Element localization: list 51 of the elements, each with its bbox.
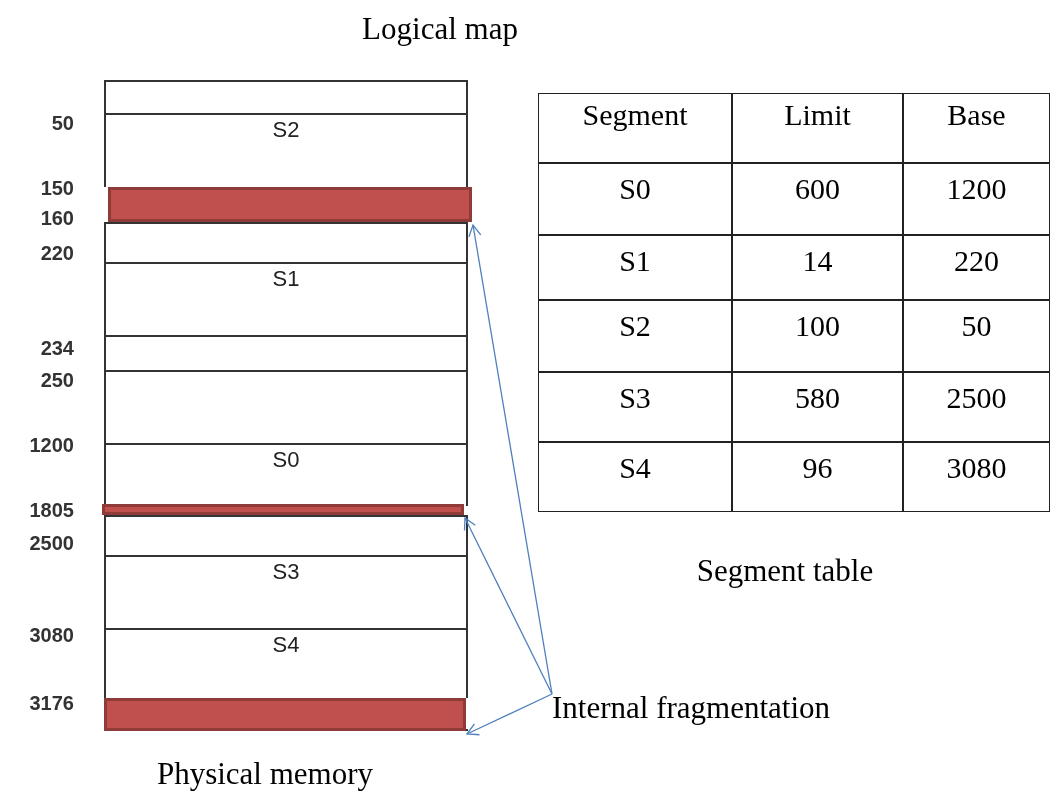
address-label: 234 [39, 338, 74, 358]
table-cell: 220 [903, 235, 1050, 300]
table-cell: Segment [538, 93, 732, 163]
table-cell: 2500 [903, 372, 1050, 442]
address-label: 3080 [28, 625, 74, 645]
table-cell: S1 [538, 235, 732, 300]
table-cell: 14 [732, 235, 903, 300]
memory-block [104, 335, 468, 370]
table-cell: 100 [732, 300, 903, 372]
heading-label: Logical map [361, 10, 519, 48]
address-label: 220 [39, 243, 74, 263]
segment-name: S1 [272, 268, 300, 290]
table-cell: 600 [732, 163, 903, 235]
table-cell: 96 [732, 442, 903, 512]
segment-name: S3 [272, 561, 300, 583]
segment-name: S2 [272, 119, 300, 141]
fragmentation-bar [108, 187, 472, 222]
memory-block [104, 515, 468, 555]
table-cell: Limit [732, 93, 903, 163]
address-label: 3176 [28, 693, 74, 713]
address-label: 150 [39, 178, 74, 198]
table-cell: S2 [538, 300, 732, 372]
caption: Segment table [695, 552, 875, 590]
address-label: 2500 [28, 533, 74, 553]
address-label: 50 [50, 113, 74, 133]
memory-block [104, 80, 468, 113]
fragmentation-bar [102, 504, 464, 515]
address-label: 250 [39, 370, 74, 390]
fragmentation-label: Internal fragmentation [552, 688, 922, 728]
address-label: 1805 [28, 500, 74, 520]
caption: Physical memory [155, 755, 375, 793]
segment-name: S0 [272, 449, 300, 471]
arrow [463, 517, 553, 695]
address-label: 160 [39, 208, 74, 228]
table-cell: Base [903, 93, 1050, 163]
segment-name: S4 [272, 634, 300, 656]
arrow [468, 224, 553, 695]
memory-segment [104, 262, 468, 335]
memory-block [104, 370, 468, 443]
table-cell: 3080 [903, 442, 1050, 512]
address-label: 1200 [28, 435, 74, 455]
fragmentation-bar [104, 698, 466, 731]
table-cell: 1200 [903, 163, 1050, 235]
arrow [466, 693, 553, 736]
memory-block [104, 222, 468, 262]
table-cell: 580 [732, 372, 903, 442]
memory-segment [104, 555, 468, 628]
table-cell: 50 [903, 300, 1050, 372]
table-cell: S4 [538, 442, 732, 512]
table-cell: S0 [538, 163, 732, 235]
table-cell: S3 [538, 372, 732, 442]
